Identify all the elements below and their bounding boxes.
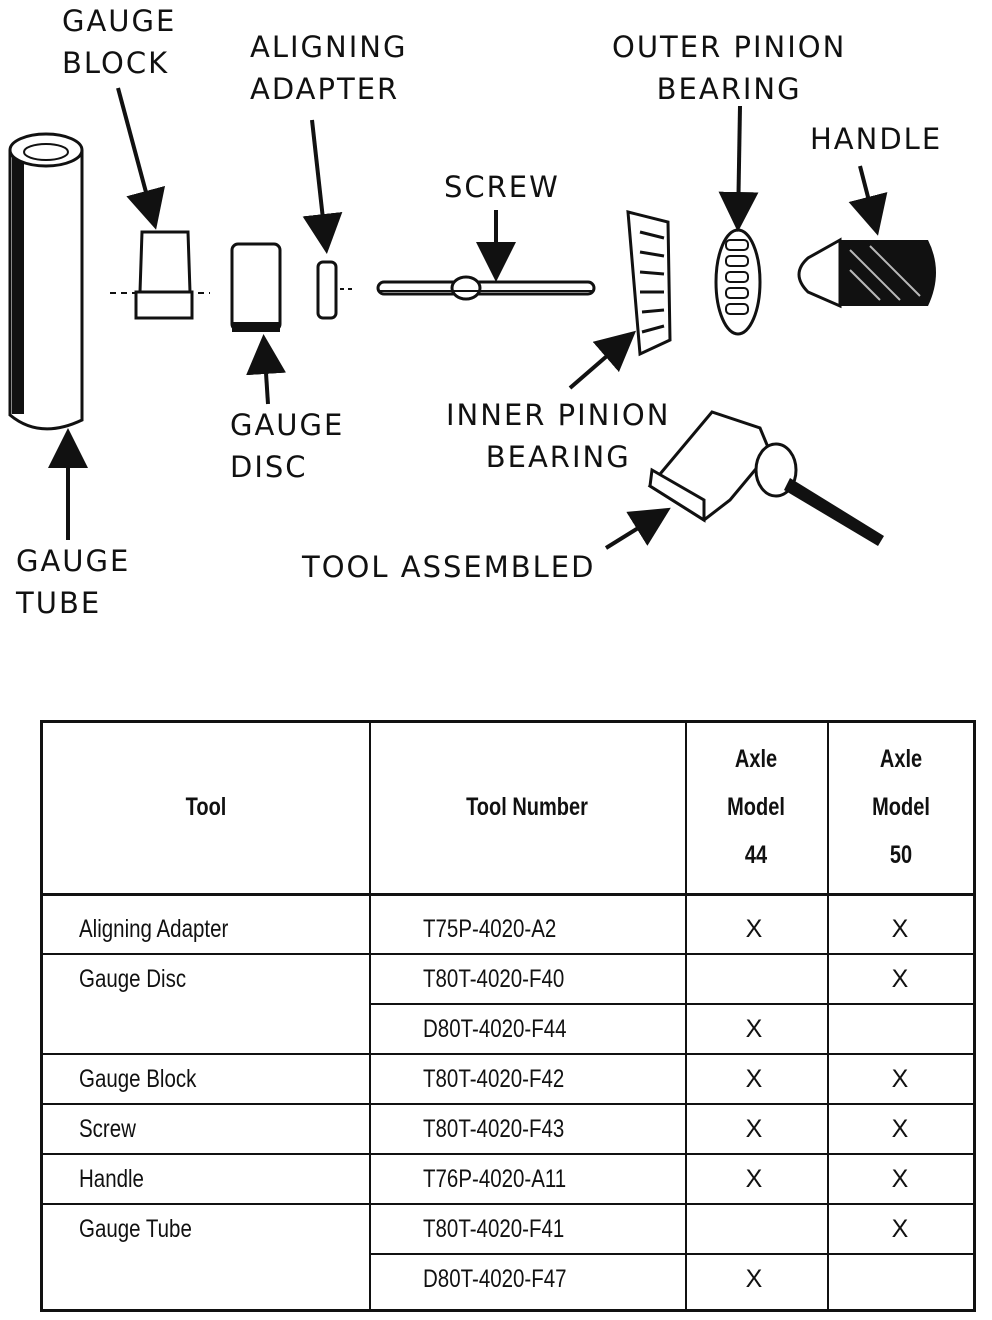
cell-tool-number: T80T-4020-F42	[423, 1065, 565, 1093]
header-axle-50-line2: Model	[872, 793, 930, 821]
header-tool: Tool	[185, 793, 227, 821]
handle-illustration	[797, 237, 936, 309]
table-col-divider	[369, 723, 371, 1309]
header-axle-44: Axle Model 44	[699, 735, 813, 879]
header-axle-50-line3: 50	[889, 841, 913, 869]
label-gauge-block: GAUGE BLOCK	[62, 0, 176, 84]
label-tool-assembled: TOOL ASSEMBLED	[302, 550, 596, 584]
table-row-divider	[369, 1253, 973, 1255]
table-row-divider	[43, 1153, 973, 1155]
label-aligning-adapter-line2: ADAPTER	[250, 72, 400, 107]
outer-pinion-bearing-illustration	[714, 228, 762, 336]
cell-tool: Gauge Tube	[79, 1215, 192, 1243]
cell-tool: Gauge Block	[79, 1065, 197, 1093]
cell-tool-number: T75P-4020-A2	[423, 915, 557, 943]
label-gauge-disc-line1: GAUGE	[230, 408, 345, 442]
table-col-divider	[827, 723, 829, 1309]
label-aligning-adapter: ALIGNING ADAPTER	[250, 26, 407, 110]
label-gauge-tube-line1: GAUGE	[16, 544, 131, 578]
header-axle-44-line2: Model	[727, 793, 785, 821]
label-handle: HANDLE	[810, 122, 943, 156]
inner-pinion-bearing-illustration	[626, 210, 672, 357]
header-axle-44-line1: Axle	[734, 745, 778, 773]
cell-model-44: X	[745, 1165, 763, 1193]
gauge-block-illustration	[110, 230, 210, 320]
table-row-divider	[43, 1103, 973, 1105]
table-row-divider	[43, 953, 973, 955]
cell-tool-number: T80T-4020-F41	[423, 1215, 565, 1243]
cell-tool: Screw	[79, 1115, 136, 1143]
cell-tool-number: T76P-4020-A11	[423, 1165, 567, 1193]
cell-tool: Aligning Adapter	[79, 915, 229, 943]
label-gauge-tube: GAUGE TUBE	[16, 540, 130, 624]
cell-tool-number: D80T-4020-F47	[423, 1265, 567, 1293]
cell-tool: Handle	[79, 1165, 144, 1193]
header-axle-50-line1: Axle	[879, 745, 923, 773]
tool-table: Tool Tool Number Axle Model 44 Axle Mode…	[40, 720, 976, 1312]
gauge-tube-illustration	[8, 132, 84, 431]
cell-model-50: X	[891, 1115, 909, 1143]
cell-tool-number: T80T-4020-F40	[423, 965, 565, 993]
label-gauge-disc: GAUGE DISC	[230, 404, 344, 488]
cell-model-50: X	[891, 1165, 909, 1193]
label-gauge-disc-line2: DISC	[230, 450, 308, 485]
table-row-divider	[43, 1203, 973, 1205]
label-inner-pinion-bearing: INNER PINION BEARING	[446, 394, 670, 478]
table-col-divider	[685, 723, 687, 1309]
label-outer-pinion-bearing-line1: OUTER PINION	[612, 30, 847, 64]
label-gauge-block-line1: GAUGE	[62, 4, 177, 38]
cell-model-50: X	[891, 1215, 909, 1243]
table-row-divider	[369, 1003, 973, 1005]
label-outer-pinion-bearing: OUTER PINION BEARING	[612, 26, 846, 110]
label-gauge-tube-line2: TUBE	[16, 586, 102, 621]
cell-model-44: X	[745, 915, 763, 943]
label-gauge-block-line2: BLOCK	[62, 46, 170, 81]
tool-assembled-illustration	[647, 410, 884, 546]
header-axle-50: Axle Model 50	[842, 735, 960, 879]
cell-model-50: X	[891, 915, 909, 943]
cell-model-44: X	[745, 1265, 763, 1293]
exploded-tool-diagram	[8, 87, 936, 550]
header-tool-number: Tool Number	[466, 793, 588, 821]
label-aligning-adapter-line1: ALIGNING	[250, 30, 408, 64]
cell-tool-number: D80T-4020-F44	[423, 1015, 567, 1043]
label-inner-pinion-bearing-line2: BEARING	[485, 440, 631, 475]
cell-model-44: X	[745, 1015, 763, 1043]
cell-model-50: X	[891, 1065, 909, 1093]
table-row-divider	[43, 1053, 973, 1055]
gauge-disc-illustration	[230, 242, 282, 332]
table-header-divider	[43, 893, 973, 896]
cell-tool-number: T80T-4020-F43	[423, 1115, 565, 1143]
cell-model-44: X	[745, 1065, 763, 1093]
label-inner-pinion-bearing-line1: INNER PINION	[446, 398, 671, 432]
cell-tool: Gauge Disc	[79, 965, 187, 993]
cell-model-50: X	[891, 965, 909, 993]
header-axle-44-line3: 44	[744, 841, 768, 869]
label-screw: SCREW	[444, 170, 560, 204]
aligning-adapter-illustration	[316, 260, 355, 320]
screw-illustration	[376, 275, 596, 301]
label-outer-pinion-bearing-line2: BEARING	[656, 72, 802, 107]
cell-model-44: X	[745, 1115, 763, 1143]
